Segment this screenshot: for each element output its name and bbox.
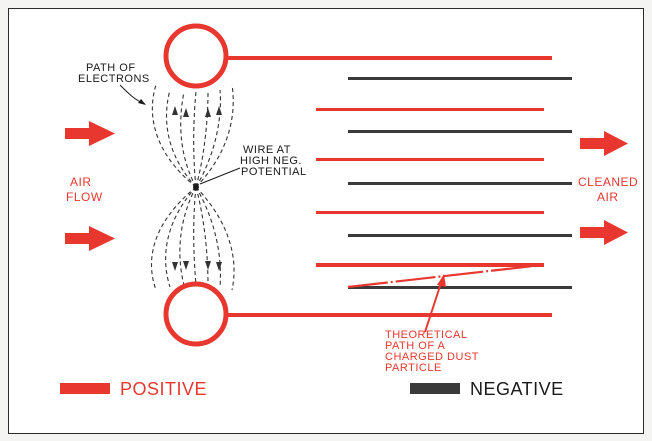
ionizing-wire — [193, 184, 199, 190]
label-cleaned-air-1: CLEANED — [578, 175, 639, 189]
cleaned-air-arrow-top — [580, 131, 628, 156]
wire-leader-line — [199, 167, 241, 185]
label-path-of-electrons-2: ELECTRONS — [78, 73, 150, 85]
dust-leader-arrowhead — [437, 274, 446, 287]
label-path-of-electrons-1: PATH OF — [86, 62, 136, 74]
legend-positive-swatch — [60, 383, 110, 394]
label-theoretical-2: PATH OF A — [385, 340, 446, 352]
negative-plates — [348, 77, 572, 289]
label-wire-3: POTENTIAL — [241, 166, 307, 178]
legend-negative-swatch — [410, 383, 460, 394]
dust-leader-line — [424, 279, 443, 333]
air-flow-arrow-top — [65, 121, 115, 146]
positive-electrode-bottom — [163, 281, 229, 347]
cleaned-air-arrow-bottom — [580, 220, 628, 245]
label-wire-1: WIRE AT — [243, 144, 291, 156]
label-air-flow-1: AIR — [70, 175, 92, 189]
legend-positive-label: POSITIVE — [120, 379, 208, 399]
electron-arrowheads — [172, 106, 222, 271]
label-theoretical-1: THEORETICAL — [385, 329, 468, 341]
label-theoretical-4: PARTICLE — [385, 362, 442, 374]
air-flow-arrow-bottom — [65, 226, 115, 251]
positive-plates — [226, 56, 552, 317]
label-air-flow-2: FLOW — [66, 190, 103, 204]
label-cleaned-air-2: AIR — [597, 190, 619, 204]
label-wire-2: HIGH NEG. — [240, 155, 302, 167]
label-theoretical-3: CHARGED DUST — [385, 351, 480, 363]
electron-field-lines — [151, 84, 235, 291]
positive-electrode-top — [163, 23, 229, 89]
legend-negative-label: NEGATIVE — [470, 379, 564, 399]
electron-leader-arrowhead — [138, 99, 146, 105]
dust-particle-path — [347, 263, 543, 289]
